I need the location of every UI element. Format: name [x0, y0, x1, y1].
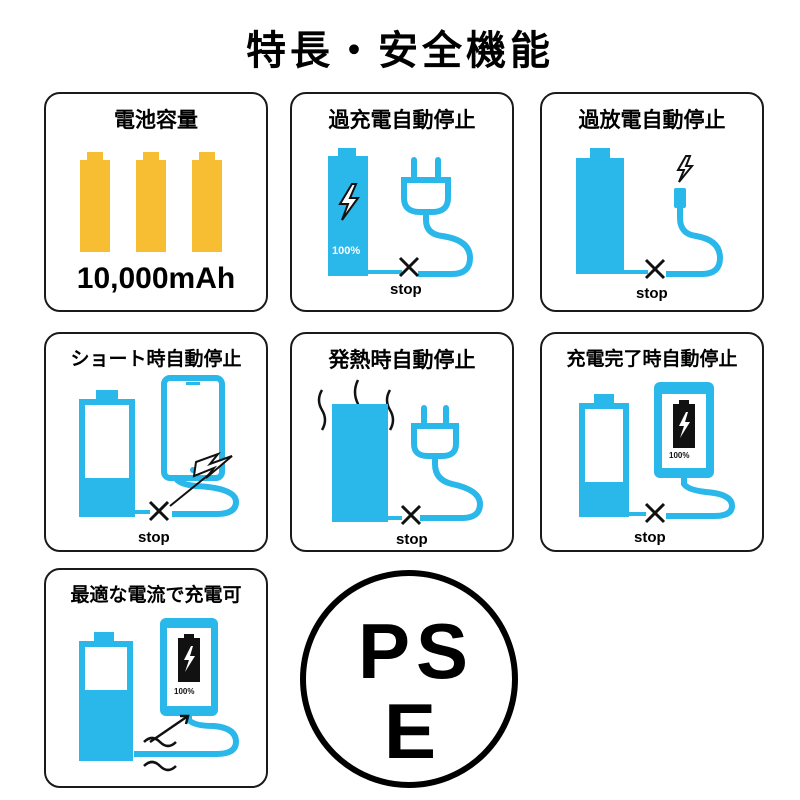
stop-label: stop — [396, 531, 428, 548]
charge-complete-icon: 100% stop — [579, 382, 736, 546]
feature-title: 発熱時自動停止 — [328, 348, 476, 372]
feature-card-capacity: 電池容量 10,000mAh — [44, 92, 268, 312]
overheat-icon: stop — [317, 379, 484, 548]
feature-title: 電池容量 — [114, 108, 198, 132]
feature-card-overheat: 発熱時自動停止 stop — [290, 332, 514, 552]
stop-label: stop — [390, 281, 422, 298]
percent-label: 100% — [174, 687, 194, 696]
feature-card-overdischarge: 過放電自動停止 stop — [540, 92, 764, 312]
feature-title: 充電完了時自動停止 — [566, 348, 738, 370]
feature-title: 過放電自動停止 — [578, 108, 726, 132]
pse-letter-s: S — [416, 607, 468, 695]
optimal-current-icon: 100% — [79, 618, 240, 772]
overdischarge-icon: stop — [576, 148, 724, 302]
capacity-value: 10,000mAh — [76, 262, 236, 295]
pse-mark: P S E — [298, 568, 520, 790]
feature-card-short-circuit: ショート時自動停止 stop — [44, 332, 268, 552]
pse-letter-e: E — [384, 687, 436, 775]
stop-label: stop — [634, 529, 666, 546]
percent-label: 100% — [332, 245, 360, 257]
short-circuit-icon: stop — [79, 375, 240, 546]
page-title: 特長・安全機能 — [246, 28, 554, 74]
overcharge-icon: 100% stop — [328, 148, 474, 298]
pse-mark-icon: P S E — [300, 570, 518, 788]
feature-card-optimal-current: 最適な電流で充電可 100% — [44, 568, 268, 788]
feature-title: 最適な電流で充電可 — [70, 584, 242, 606]
feature-title: 過充電自動停止 — [328, 108, 476, 132]
stop-label: stop — [636, 285, 668, 302]
pse-letter-p: P — [358, 607, 410, 695]
percent-label: 100% — [669, 451, 689, 460]
feature-card-overcharge: 過充電自動停止 100% stop — [290, 92, 514, 312]
stop-label: stop — [138, 529, 170, 546]
battery-capacity-icon — [80, 152, 222, 252]
feature-title: ショート時自動停止 — [70, 348, 242, 370]
feature-card-charge-complete: 充電完了時自動停止 100% stop — [540, 332, 764, 552]
